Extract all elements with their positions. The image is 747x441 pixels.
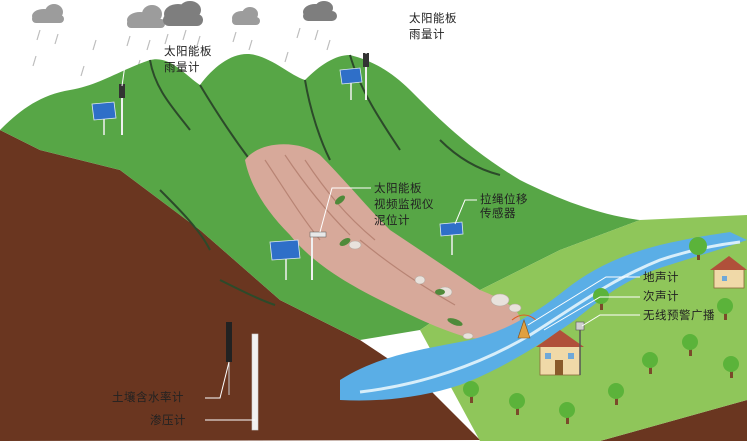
label-wireless-broadcast: 无线预警广播 <box>643 308 715 322</box>
solar-station-left <box>91 84 125 135</box>
tree <box>463 381 479 403</box>
cloud <box>232 7 260 25</box>
solar-station-wire <box>439 221 464 255</box>
tree <box>642 352 658 374</box>
broadcast-siren <box>575 321 585 375</box>
boulders <box>348 240 522 340</box>
piezometer-pipe <box>251 333 259 431</box>
label-rain-gauge-left: 雨量计 <box>164 60 200 74</box>
soil-cross-section <box>0 130 480 441</box>
river <box>340 232 747 401</box>
label-rain-gauge-peak: 雨量计 <box>409 27 445 41</box>
tree <box>509 393 525 415</box>
house <box>536 330 584 376</box>
tree <box>717 298 733 320</box>
cloud <box>163 1 203 26</box>
clouds <box>32 1 337 28</box>
mountain-ridges <box>149 54 501 306</box>
leader-lines <box>121 17 640 421</box>
tree <box>608 383 624 405</box>
soil-moisture-probe <box>226 322 232 395</box>
tree <box>593 288 609 310</box>
label-solar-panel-mid: 太阳能板 <box>374 181 422 195</box>
cloud <box>127 5 165 28</box>
solar-station-peak <box>339 53 369 100</box>
tree <box>689 237 707 260</box>
tree <box>559 402 575 424</box>
solar-station-mid <box>269 231 327 280</box>
house <box>710 256 747 289</box>
label-video-monitor: 视频监视仪 <box>374 197 434 211</box>
sound-sensor <box>511 314 537 339</box>
cloud <box>32 4 64 23</box>
label-infrasound-meter: 次声计 <box>643 289 679 303</box>
tree <box>682 334 698 356</box>
label-piezometer: 渗压计 <box>150 413 186 427</box>
label-soil-moisture-meter: 土壤含水率计 <box>112 390 184 404</box>
label-mud-level-meter: 泥位计 <box>374 213 410 227</box>
trees <box>463 237 739 424</box>
label-ground-sound-meter: 地声计 <box>643 270 679 284</box>
landslide-shrubs <box>335 195 463 326</box>
label-solar-panel-left: 太阳能板 <box>164 44 212 58</box>
label-wire-displacement-sensor: 拉绳位移传感器 <box>480 192 528 220</box>
label-solar-panel-peak: 太阳能板 <box>409 11 457 25</box>
tree <box>723 356 739 378</box>
cloud <box>303 1 337 21</box>
